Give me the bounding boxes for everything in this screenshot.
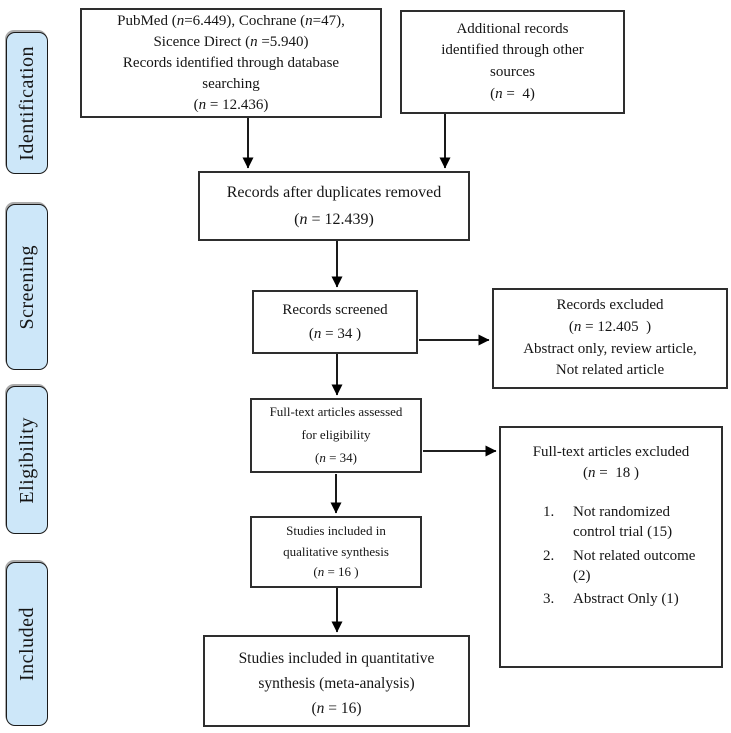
- fulltext-exclusion-reason-list: Not randomized control trial (15) Not rel…: [501, 502, 721, 612]
- stage-tab-included: Included: [6, 562, 48, 726]
- box-records-screened: Records screened (n = 34 ): [252, 290, 418, 354]
- box-fulltext-excluded-title: Full-text articles excluded (n = 18 ): [532, 444, 690, 481]
- stage-label-included: Included: [15, 607, 38, 681]
- box-after-duplicates-removed-text: Records after duplicates removed (n = 12…: [226, 183, 442, 228]
- box-fulltext-excluded: Full-text articles excluded (n = 18 ) No…: [499, 426, 723, 668]
- stage-label-screening: Screening: [15, 244, 38, 330]
- box-records-excluded-text: Records excluded (n = 12.405 ) Abstract …: [523, 297, 697, 379]
- exclusion-reason: Abstract Only (1): [543, 589, 679, 610]
- box-quantitative-synthesis: Studies included in quantitative synthes…: [203, 635, 470, 727]
- exclusion-reason: Not randomized control trial (15): [543, 502, 673, 541]
- stage-tab-screening: Screening: [6, 204, 48, 370]
- box-records-database-searching: PubMed (n=6.449), Cochrane (n=47), Sicen…: [80, 8, 382, 118]
- box-qualitative-synthesis: Studies included in qualitative synthesi…: [250, 516, 422, 588]
- stage-tab-eligibility: Eligibility: [6, 386, 48, 534]
- exclusion-reason: Not related outcome (2): [543, 546, 696, 584]
- box-fulltext-assessed-text: Full-text articles assessed for eligibil…: [269, 404, 403, 465]
- box-qualitative-synthesis-text: Studies included in qualitative synthesi…: [283, 522, 389, 580]
- stage-label-identification: Identification: [15, 45, 38, 161]
- box-records-excluded: Records excluded (n = 12.405 ) Abstract …: [492, 288, 728, 389]
- box-fulltext-assessed: Full-text articles assessed for eligibil…: [250, 398, 422, 473]
- box-records-database-searching-text: PubMed (n=6.449), Cochrane (n=47), Sicen…: [117, 12, 345, 113]
- box-records-screened-text: Records screened (n = 34 ): [282, 302, 388, 342]
- box-additional-records: Additional records identified through ot…: [400, 10, 625, 114]
- box-additional-records-text: Additional records identified through ot…: [441, 20, 584, 102]
- box-after-duplicates-removed: Records after duplicates removed (n = 12…: [198, 171, 470, 241]
- stage-tab-identification: Identification: [6, 32, 48, 174]
- stage-label-eligibility: Eligibility: [15, 416, 38, 504]
- box-quantitative-synthesis-text: Studies included in quantitative synthes…: [238, 650, 435, 717]
